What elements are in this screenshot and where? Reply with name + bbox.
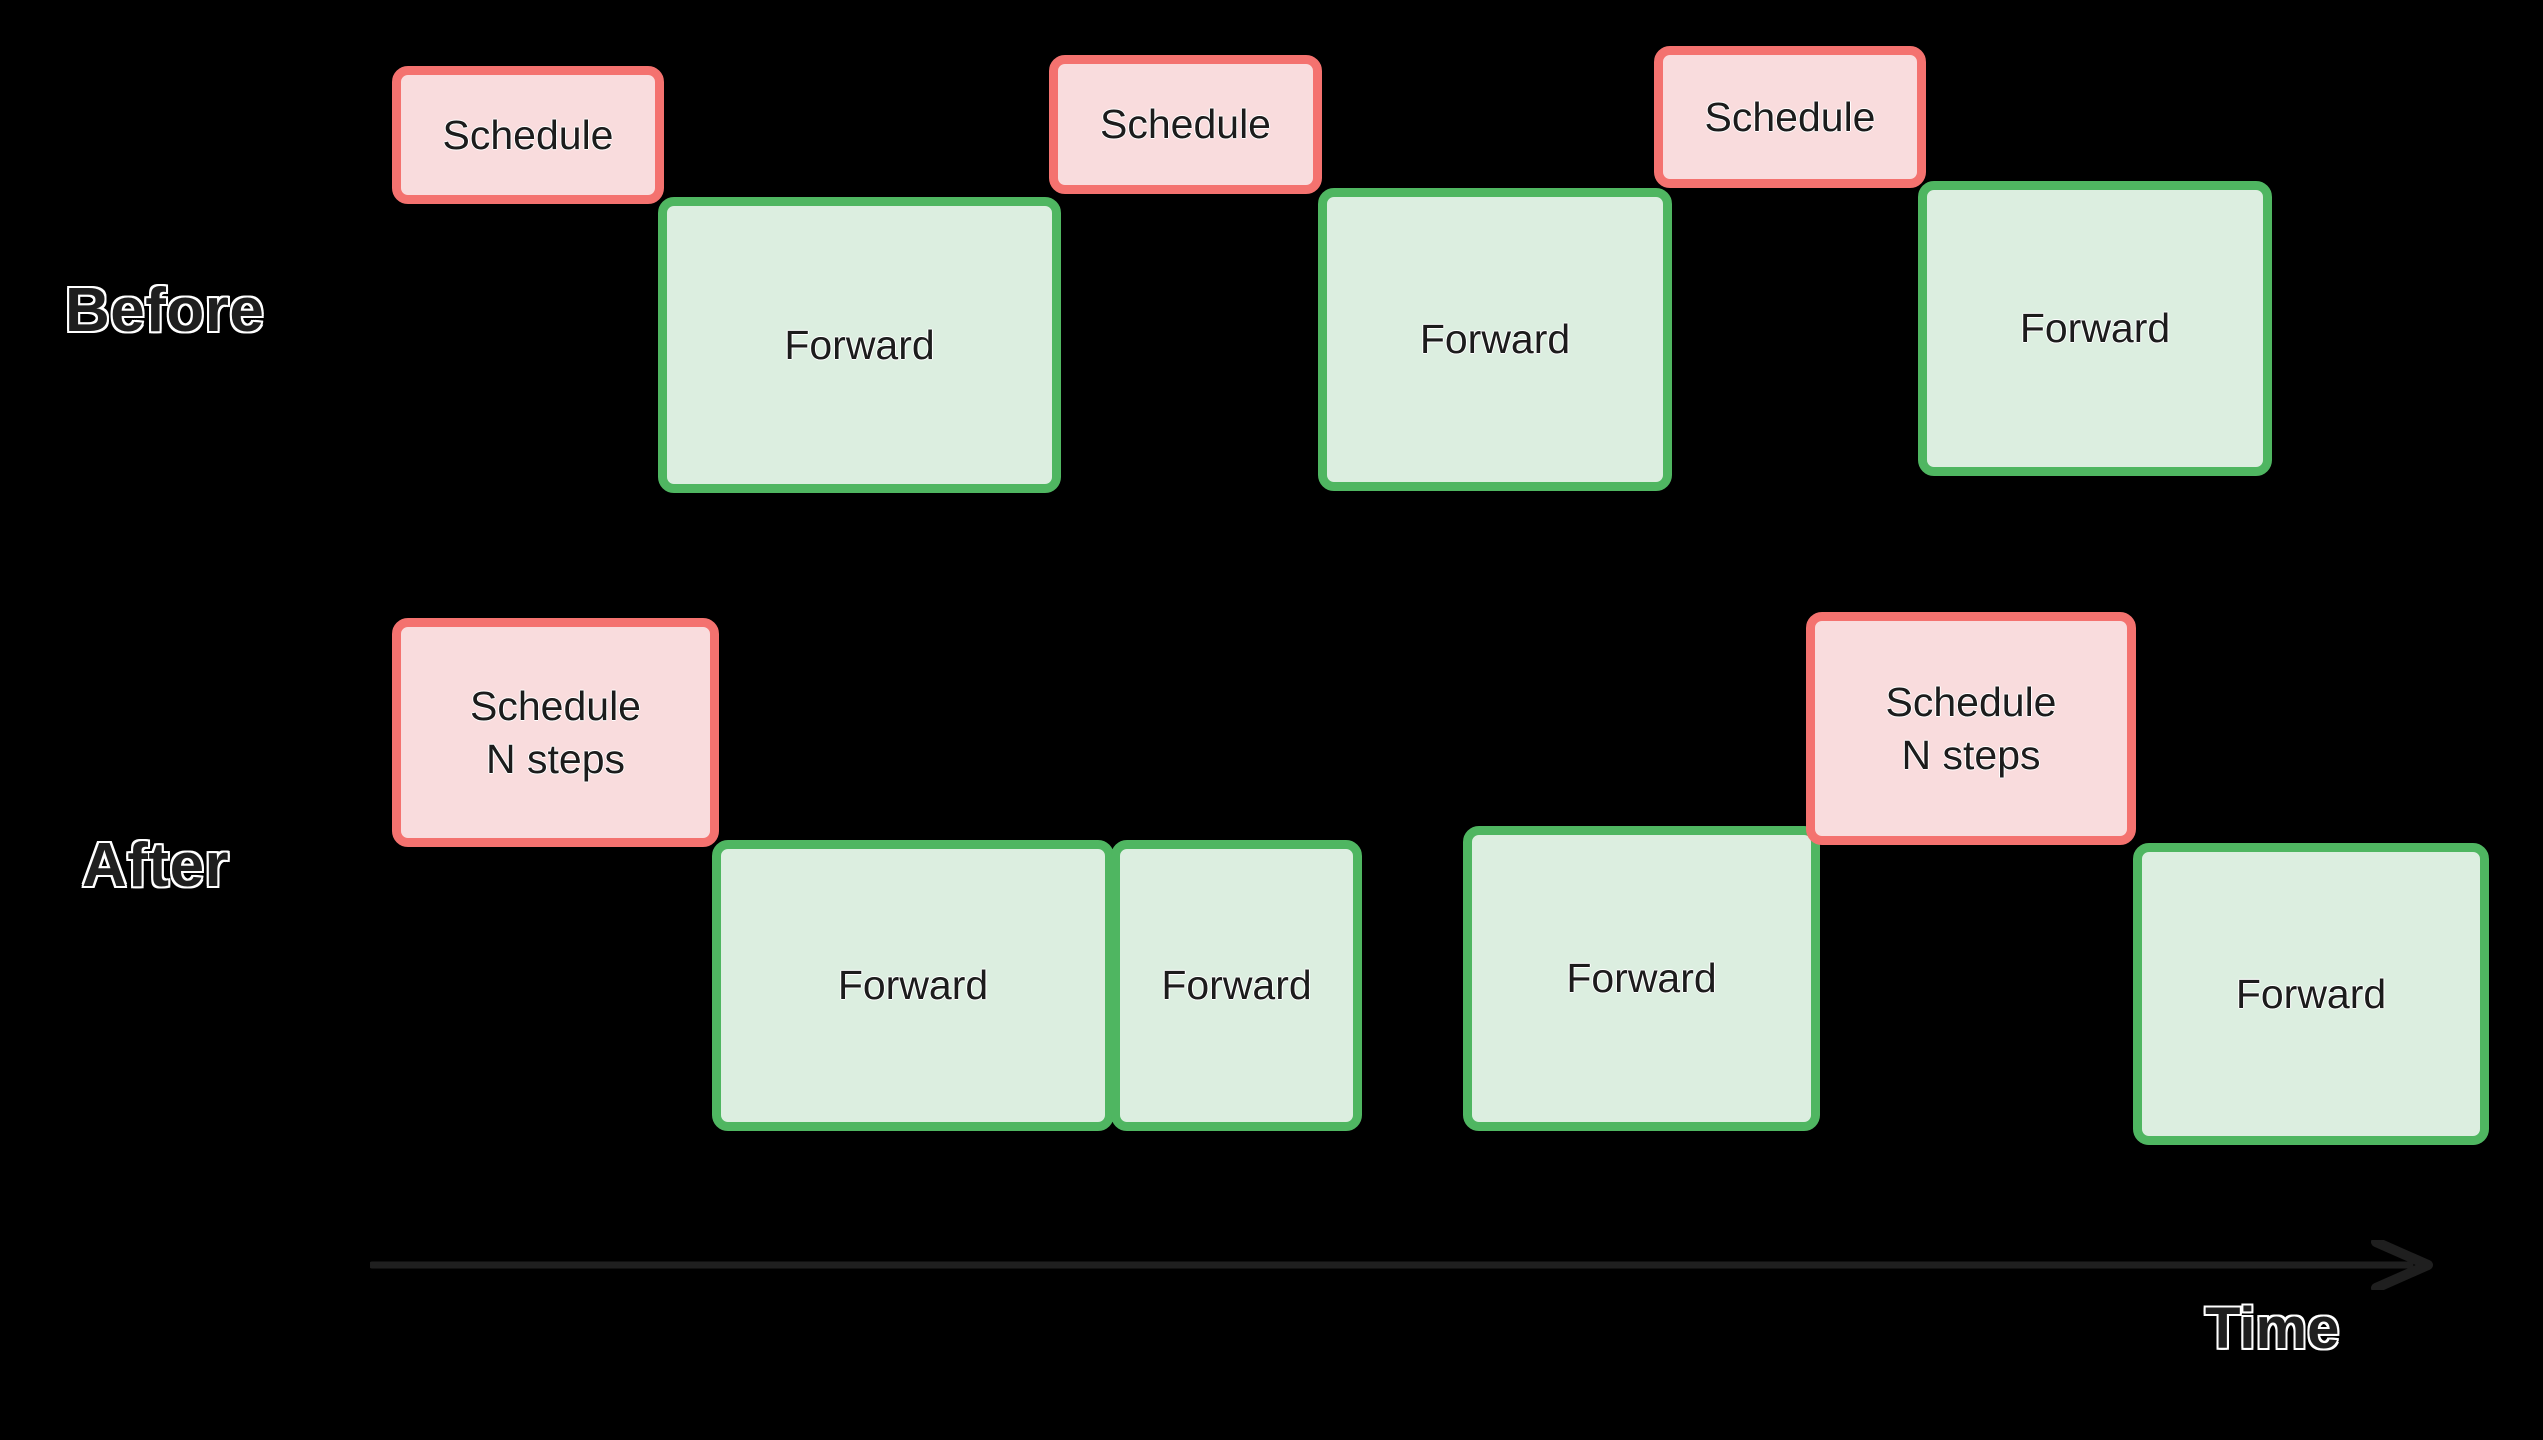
- after-forward-block-1: Forward: [712, 840, 1114, 1131]
- row-label-before: Before: [63, 276, 265, 345]
- after-forward-block-2: Forward: [1111, 840, 1362, 1131]
- before-forward-block-1: Forward: [658, 197, 1061, 493]
- after-forward-block-4: Forward: [2133, 843, 2489, 1145]
- row-label-after: After: [80, 831, 230, 900]
- before-schedule-block-3: Schedule: [1654, 46, 1926, 188]
- after-schedule-n-steps-block-2: Schedule N steps: [1806, 612, 2136, 845]
- before-forward-block-3: Forward: [1918, 181, 2272, 476]
- time-axis-label: Time: [2203, 1296, 2340, 1361]
- before-schedule-block-1: Schedule: [392, 66, 664, 204]
- after-schedule-n-steps-block-1: Schedule N steps: [392, 618, 719, 847]
- before-forward-block-2: Forward: [1318, 188, 1672, 491]
- after-forward-block-3: Forward: [1463, 826, 1820, 1131]
- before-schedule-block-2: Schedule: [1049, 55, 1322, 194]
- time-axis-arrow: [370, 1240, 2440, 1290]
